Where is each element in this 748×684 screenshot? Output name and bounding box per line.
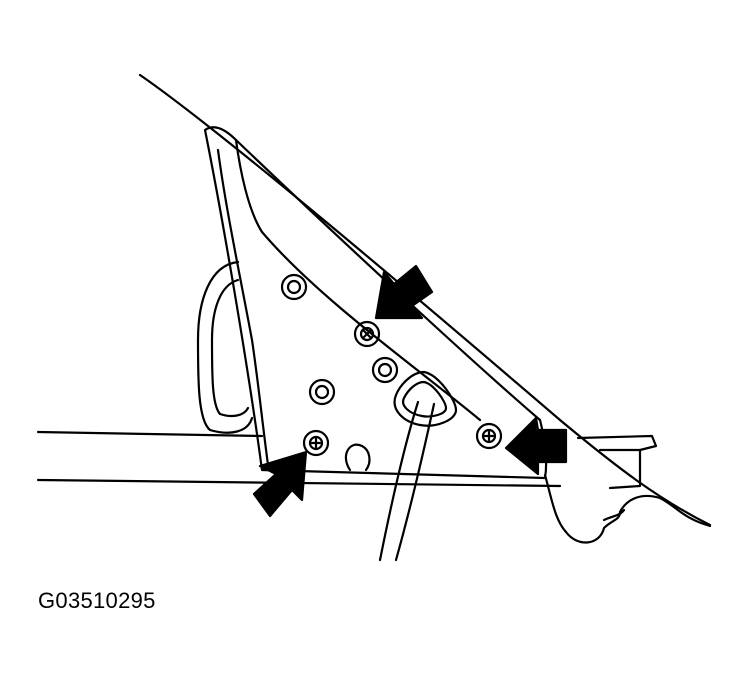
plate-notch xyxy=(344,443,371,472)
callout-arrow-lower-left xyxy=(252,450,308,518)
plate-top-bevel xyxy=(234,138,264,234)
cable-grommet-inner xyxy=(402,380,448,418)
panel-cut-edge xyxy=(543,473,712,544)
panel-cut-notch xyxy=(602,508,626,522)
screw-right xyxy=(475,422,503,450)
screw-lower-left xyxy=(302,429,330,457)
door-trim-line-upper xyxy=(36,430,264,438)
grommet-hole-left xyxy=(308,378,336,406)
door-frame-upper-edge xyxy=(138,73,712,527)
callout-arrow-right xyxy=(504,416,568,476)
cable-grommet-outer xyxy=(393,370,458,427)
figure-code: G03510295 xyxy=(38,588,156,613)
plate-inner-edge xyxy=(216,148,270,467)
wiring-cable-right-edge xyxy=(394,402,436,562)
wiring-cable-left-edge xyxy=(378,400,420,562)
plate-right-bevel xyxy=(260,230,482,422)
screw-upper xyxy=(353,320,381,348)
callout-arrow-upper xyxy=(374,264,434,320)
mirror-loop-outer xyxy=(196,260,254,434)
grommet-hole-middle xyxy=(371,356,399,384)
grommet-hole-upper xyxy=(280,273,308,301)
door-step-right xyxy=(576,434,658,490)
mirror-loop-inner xyxy=(210,278,250,418)
